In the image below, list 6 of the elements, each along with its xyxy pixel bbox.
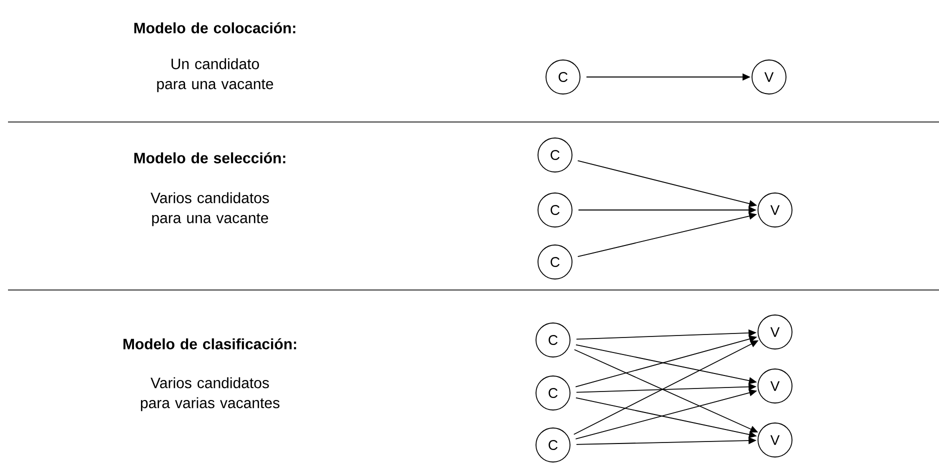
model-description: Un candidato para una vacante xyxy=(157,58,274,92)
model-heading: Modelo de colocación: xyxy=(134,22,296,34)
model-heading: Modelo de clasificación: xyxy=(124,338,296,350)
model-heading: Modelo de selección: xyxy=(134,152,286,164)
model-description: Varios candidatos para una vacante xyxy=(150,192,269,226)
model-description: Varios candidatos para varias vacantes xyxy=(140,377,280,412)
